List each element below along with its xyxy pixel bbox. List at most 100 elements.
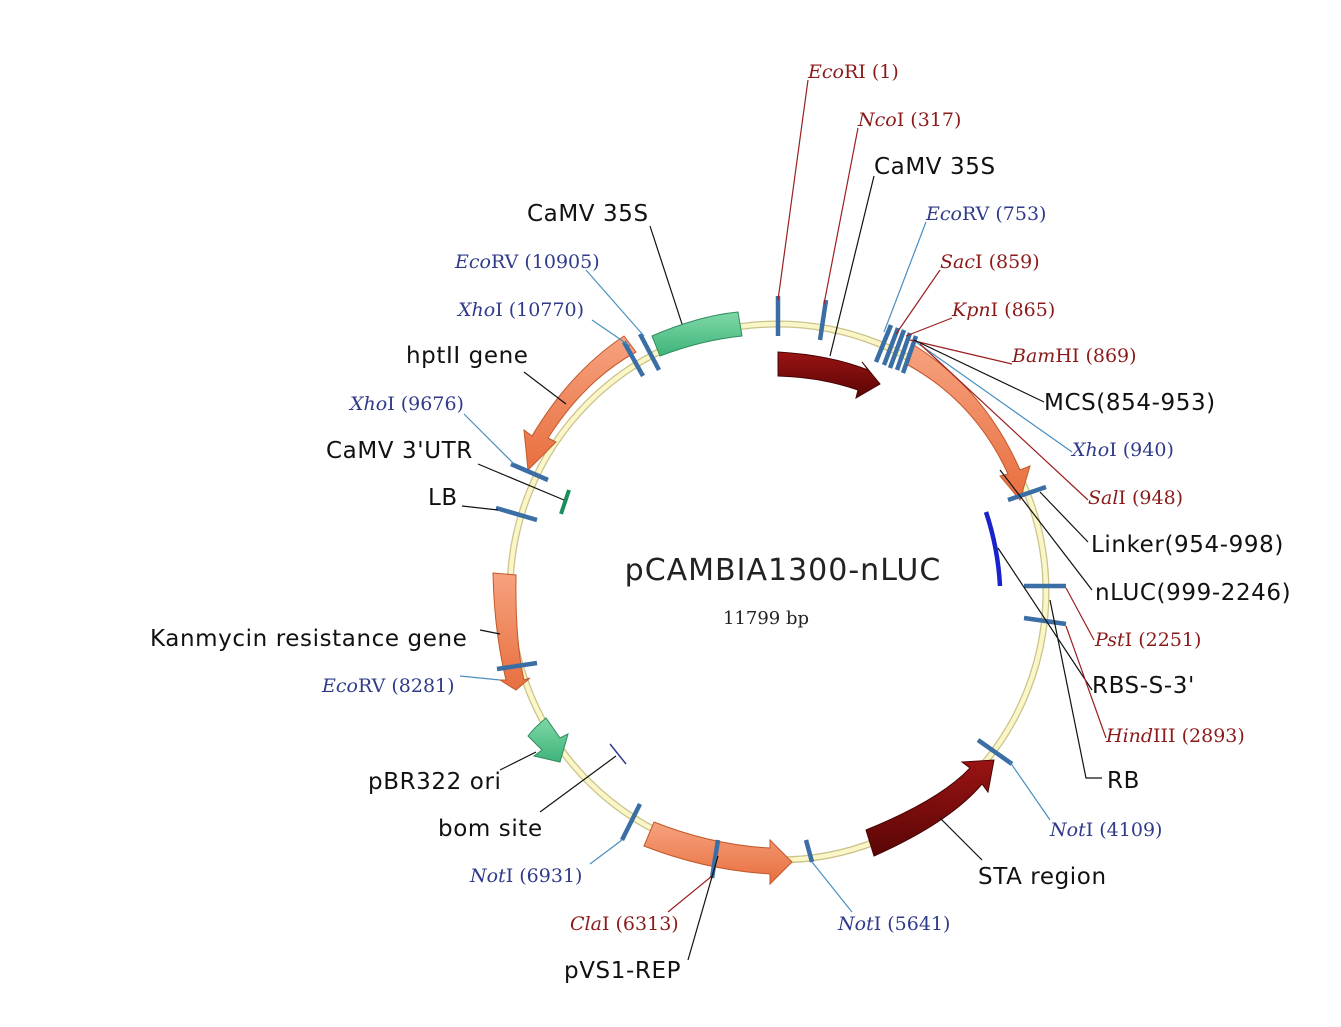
site-label-ecori: EcoRI (1) bbox=[807, 61, 899, 83]
leader-rbs bbox=[997, 547, 1093, 691]
feature-arrow-sta bbox=[865, 759, 995, 857]
leader-kpni bbox=[905, 317, 953, 337]
feature-arc-rbs bbox=[983, 511, 1003, 587]
tick-linker bbox=[1007, 484, 1047, 503]
feature-arrow-camv35s-left bbox=[651, 311, 743, 357]
leader-hptii bbox=[523, 371, 567, 405]
tick-lb bbox=[495, 505, 538, 523]
site-label-bamhi: BamHI (869) bbox=[1011, 345, 1137, 367]
tick-ecorv10905 bbox=[638, 332, 661, 372]
feature-arrow-hptii bbox=[523, 335, 637, 472]
leader-camv35s-right bbox=[829, 175, 875, 357]
leader-camv3utr bbox=[477, 463, 565, 501]
leader-psti bbox=[1065, 587, 1095, 641]
site-label-xhoi10770: XhoI (10770) bbox=[456, 299, 584, 321]
tick-bamhi bbox=[894, 332, 913, 371]
leader-camv35s-left bbox=[649, 225, 683, 325]
leader-noti4109 bbox=[1009, 761, 1051, 821]
feature-label-hptii: hptII gene bbox=[406, 343, 529, 369]
leader-clai bbox=[667, 875, 713, 913]
leader-pbr322 bbox=[499, 751, 537, 771]
leader-pvs1 bbox=[687, 855, 719, 961]
leader-ecorv753 bbox=[883, 221, 927, 333]
feature-label-kan: Kanmycin resistance gene bbox=[150, 626, 467, 652]
site-label-hindiii: HindIII (2893) bbox=[1105, 725, 1245, 747]
feature-label-pvs1: pVS1-REP bbox=[564, 958, 681, 984]
leader-rb bbox=[1049, 599, 1102, 779]
feature-label-rbs: RBS-S-3' bbox=[1092, 673, 1195, 699]
tick-noti4109 bbox=[976, 738, 1014, 766]
tick-saci bbox=[881, 327, 901, 366]
leader-bom bbox=[539, 755, 617, 813]
site-label-clai: ClaI (6313) bbox=[570, 913, 679, 935]
feature-tick-camv3utr bbox=[559, 489, 571, 515]
feature-label-linker: Linker(954-998) bbox=[1091, 532, 1284, 558]
feature-layer bbox=[492, 311, 1031, 886]
site-label-noti4109: NotI (4109) bbox=[1049, 819, 1162, 841]
tick-ncoi bbox=[817, 299, 829, 341]
feature-label-rb: RB bbox=[1107, 768, 1140, 794]
tick-ecorv8281 bbox=[496, 660, 538, 672]
leader-nluc bbox=[999, 469, 1093, 591]
site-labels: EcoRI (1) NcoI (317) EcoRV (753) SacI (8… bbox=[321, 61, 1245, 935]
tick-xhoi10770 bbox=[622, 340, 645, 378]
site-label-noti6931: NotI (6931) bbox=[469, 865, 582, 887]
site-label-kpni: KpnI (865) bbox=[951, 299, 1055, 321]
tick-xhoi940 bbox=[900, 335, 919, 374]
tick-xhoi9676 bbox=[510, 461, 549, 483]
site-label-sali: SalI (948) bbox=[1088, 487, 1183, 509]
feature-label-camv35s-right: CaMV 35S bbox=[874, 154, 996, 180]
tick-ecorv753 bbox=[873, 324, 894, 363]
feature-label-bom: bom site bbox=[438, 816, 543, 842]
leader-ecorv10905 bbox=[585, 269, 645, 337]
leader-ncoi bbox=[823, 127, 859, 305]
leader-kan bbox=[479, 629, 501, 635]
site-label-noti5641: NotI (5641) bbox=[837, 913, 950, 935]
feature-arrow-nluc bbox=[907, 344, 1031, 502]
feature-labels: CaMV 35S CaMV 35S MCS(854-953) Linker(95… bbox=[150, 154, 1291, 984]
leader-sali bbox=[919, 343, 1089, 501]
leader-lb bbox=[461, 505, 499, 511]
plasmid-size: 11799 bp bbox=[723, 608, 809, 629]
leader-hindiii bbox=[1065, 625, 1107, 739]
site-label-ecorv753: EcoRV (753) bbox=[925, 203, 1046, 225]
leader-xhoi940 bbox=[915, 341, 1073, 453]
leader-bamhi bbox=[909, 339, 1013, 365]
feature-label-mcs: MCS(854-953) bbox=[1044, 390, 1216, 416]
leader-noti6931 bbox=[589, 839, 623, 865]
tick-noti6931 bbox=[619, 802, 643, 842]
leader-mcs bbox=[913, 339, 1045, 403]
feature-label-pbr322: pBR322 ori bbox=[368, 769, 502, 795]
feature-label-nluc: nLUC(999-2246) bbox=[1095, 580, 1291, 606]
tick-noti5641 bbox=[803, 839, 815, 863]
bom-site-mark bbox=[609, 743, 627, 765]
site-label-ecorv8281: EcoRV (8281) bbox=[321, 675, 455, 697]
tick-hindiii bbox=[1023, 615, 1067, 627]
leader-ecori bbox=[777, 79, 809, 301]
leader-noti5641 bbox=[811, 861, 853, 913]
leader-ecorv8281 bbox=[459, 675, 501, 681]
feature-label-sta: STA region bbox=[978, 864, 1107, 890]
feature-label-camv3utr: CaMV 3'UTR bbox=[326, 438, 473, 464]
site-label-ncoi: NcoI (317) bbox=[857, 109, 961, 131]
feature-arrow-camv35s-right bbox=[777, 351, 881, 400]
feature-arrow-kan bbox=[492, 572, 531, 691]
site-label-saci: SacI (859) bbox=[940, 251, 1040, 273]
feature-arrow-pbr322 bbox=[527, 717, 569, 763]
site-label-ecorv10905: EcoRV (10905) bbox=[454, 251, 600, 273]
site-ticks bbox=[495, 296, 1067, 879]
leader-saci bbox=[895, 269, 941, 335]
site-label-psti: PstI (2251) bbox=[1094, 629, 1201, 651]
feature-label-lb: LB bbox=[428, 485, 458, 511]
leader-xhoi10770 bbox=[591, 319, 631, 347]
site-label-xhoi9676: XhoI (9676) bbox=[348, 393, 464, 415]
feature-label-camv35s-left: CaMV 35S bbox=[527, 201, 649, 227]
plasmid-name: pCAMBIA1300-nLUC bbox=[625, 553, 942, 588]
leader-sta bbox=[939, 817, 983, 861]
leader-xhoi9676 bbox=[463, 413, 515, 465]
site-label-xhoi940: XhoI (940) bbox=[1070, 439, 1174, 461]
tick-kpni bbox=[887, 329, 907, 369]
leader-linker bbox=[1039, 491, 1089, 543]
leader-lines bbox=[459, 79, 1107, 961]
